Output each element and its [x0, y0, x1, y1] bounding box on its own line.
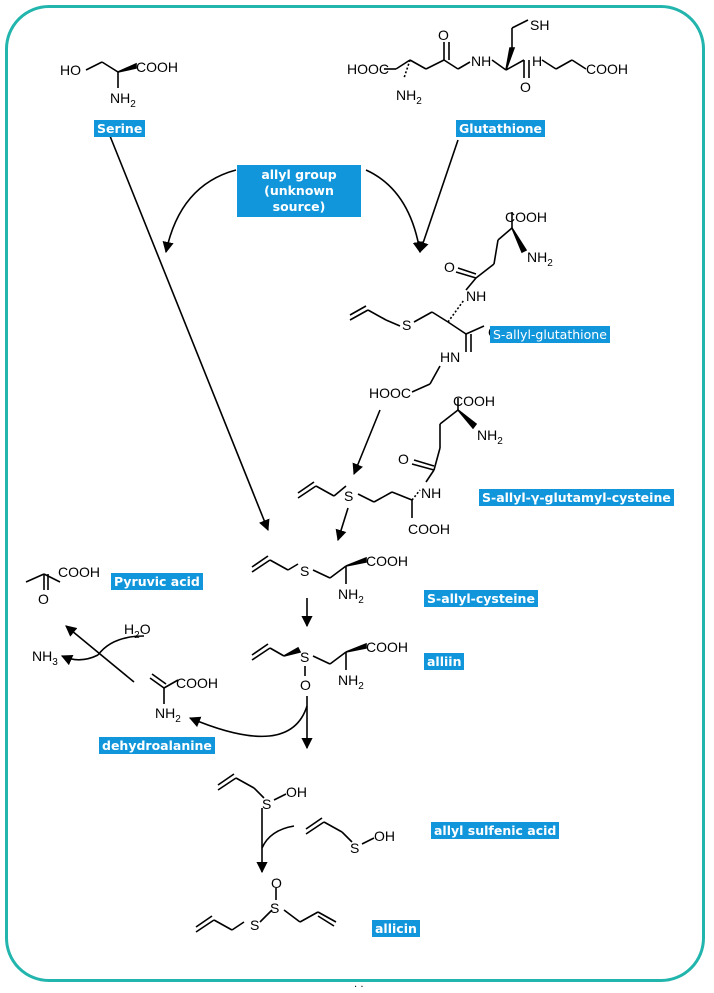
label-s-allyl-glutathione: S-allyl-glutathione — [490, 326, 610, 343]
svg-text:COOH: COOH — [176, 675, 218, 691]
allicin-structure: S S O — [195, 875, 337, 933]
arrow-glutathione-to-s-allyl-glutathione — [417, 139, 459, 254]
svg-text:NH2: NH2 — [396, 87, 422, 107]
svg-text:NH2: NH2 — [155, 705, 181, 725]
label-dehydroalanine: dehydroalanine — [99, 737, 215, 754]
arrow-allyl-to-serine-path — [162, 169, 237, 254]
svg-text:NH2: NH2 — [338, 586, 364, 606]
svg-text:NH2: NH2 — [527, 249, 553, 269]
s-allyl-glutathione-structure: S NH O NH2 COOH O HN HOOC — [349, 209, 553, 401]
svg-text:S: S — [344, 488, 353, 504]
label-allicin: allicin — [372, 920, 420, 937]
svg-text:S: S — [300, 649, 309, 665]
svg-text:S: S — [402, 317, 411, 333]
svg-text:NH2: NH2 — [477, 427, 503, 447]
svg-text:NH: NH — [421, 485, 441, 501]
svg-text:COOH: COOH — [136, 59, 178, 75]
arrow-second-sulfenic-acid — [261, 825, 295, 849]
footer-mark: · · — [354, 982, 364, 993]
svg-text:S: S — [250, 917, 259, 933]
arrow-water-in — [97, 635, 145, 656]
svg-text:HOOC: HOOC — [347, 61, 389, 77]
svg-text:NH: NH — [471, 53, 491, 69]
svg-text:COOH: COOH — [366, 639, 408, 655]
label-s-allyl-gamma-glutamyl-cysteine: S-allyl-γ-glutamyl-cysteine — [479, 489, 674, 506]
svg-text:COOH: COOH — [586, 61, 628, 77]
svg-text:SH: SH — [530, 17, 549, 33]
svg-text:H: H — [532, 53, 542, 69]
svg-text:COOH: COOH — [58, 564, 100, 580]
diagram-frame — [5, 5, 705, 982]
alliin-structure: S O COOH NH2 — [251, 639, 408, 693]
svg-text:NH2: NH2 — [338, 672, 364, 692]
svg-text:OH: OH — [286, 784, 307, 800]
svg-text:O: O — [398, 451, 409, 467]
s-allyl-gamma-glutamyl-cysteine-structure: S NH O NH2 COOH COOH — [297, 393, 503, 537]
svg-text:COOH: COOH — [408, 521, 450, 537]
label-pyruvic-acid: Pyruvic acid — [111, 573, 203, 590]
arrow-allyl-to-glutathione-path — [365, 169, 424, 254]
svg-text:S: S — [270, 900, 279, 916]
allyl-sulfenic-acid-structure: S OH — [217, 773, 307, 812]
svg-text:NH: NH — [466, 288, 486, 304]
svg-text:HO: HO — [60, 62, 81, 78]
reaction-arrows — [60, 135, 459, 874]
glutathione-structure: HOOC O NH NH2 SH O H COOH — [347, 17, 628, 107]
svg-text:S: S — [300, 563, 309, 579]
arrow-to-gamma-glutamyl-cysteine — [352, 409, 381, 476]
svg-text:S: S — [350, 840, 359, 856]
label-allyl-source: allyl group (unknown source) — [237, 165, 361, 217]
label-glutathione: Glutathione — [456, 120, 545, 137]
pyruvic-acid-structure: O COOH — [25, 564, 100, 607]
serine-structure: HO COOH NH2 — [60, 59, 178, 110]
label-serine: Serine — [94, 120, 146, 137]
svg-text:O: O — [300, 677, 311, 693]
arrow-ammonia-out — [60, 654, 99, 666]
svg-text:COOH: COOH — [505, 209, 547, 225]
svg-text:O: O — [38, 591, 49, 607]
ammonia-formula: NH3 — [32, 648, 58, 668]
allyl-sulfenic-acid-structure-2: S OH — [305, 817, 395, 856]
svg-text:O: O — [438, 27, 449, 43]
svg-text:OH: OH — [374, 828, 395, 844]
svg-text:O: O — [271, 875, 282, 891]
svg-text:NH2: NH2 — [110, 90, 136, 110]
svg-text:HN: HN — [440, 349, 460, 365]
svg-text:HOOC: HOOC — [369, 385, 411, 401]
arrow-to-dehydroalanine — [188, 705, 308, 738]
label-s-allyl-cysteine: S-allyl-cysteine — [424, 590, 538, 607]
svg-text:O: O — [444, 259, 455, 275]
label-allyl-sulfenic-acid: allyl sulfenic acid — [431, 822, 560, 839]
arrow-to-s-allyl-cysteine — [335, 507, 349, 542]
svg-text:COOH: COOH — [453, 393, 495, 409]
dehydroalanine-structure: COOH NH2 — [149, 673, 218, 725]
label-alliin: alliin — [424, 653, 465, 670]
svg-text:COOH: COOH — [366, 553, 408, 569]
arrow-to-pyruvic-acid — [65, 625, 135, 683]
arrow-serine-to-s-allyl-cysteine — [109, 135, 270, 532]
s-allyl-cysteine-structure: S COOH NH2 — [251, 553, 408, 606]
svg-text:O: O — [520, 79, 531, 95]
svg-text:S: S — [262, 796, 271, 812]
